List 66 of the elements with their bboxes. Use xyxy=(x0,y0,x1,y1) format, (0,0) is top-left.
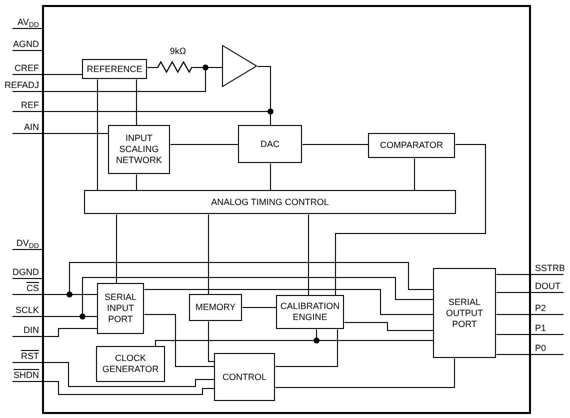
wire xyxy=(116,214,117,284)
pin-label: RST xyxy=(1,351,39,362)
wire xyxy=(97,79,98,191)
wire xyxy=(12,28,43,29)
wire xyxy=(275,358,455,388)
wire xyxy=(242,307,277,308)
pin-label: SSTRB xyxy=(535,263,569,274)
component-value: 9kΩ xyxy=(168,46,188,57)
wire xyxy=(496,334,564,335)
resistor-symbol xyxy=(158,61,192,73)
wire xyxy=(308,214,309,296)
function-block: SERIAL OUTPUT PORT xyxy=(433,268,496,358)
pin-label: P2 xyxy=(535,303,569,314)
pin-label: REFADJ xyxy=(1,80,39,91)
function-block: CONTROL xyxy=(214,353,275,401)
function-block: COMPARATOR xyxy=(368,133,455,158)
function-block: CALIBRATION ENGINE xyxy=(276,295,344,329)
function-block: DAC xyxy=(238,125,302,163)
wire xyxy=(147,67,159,68)
wire xyxy=(344,322,434,331)
wire xyxy=(12,381,215,395)
pin-label: AIN xyxy=(1,122,39,133)
pin-label: AGND xyxy=(1,39,39,50)
function-block: REFERENCE xyxy=(82,59,147,79)
pin-label: CS xyxy=(1,283,39,294)
wire xyxy=(12,133,109,134)
wire xyxy=(208,321,215,362)
pin-label: CREF xyxy=(1,63,39,74)
amplifier-symbol xyxy=(222,45,257,87)
wire xyxy=(496,292,564,293)
pin-label: AV$_{DD}$ xyxy=(1,17,39,28)
wire xyxy=(12,362,215,387)
wire xyxy=(275,329,338,367)
wire xyxy=(496,274,564,275)
wire xyxy=(270,163,271,191)
wire xyxy=(12,74,83,75)
function-block: MEMORY xyxy=(189,294,242,321)
wire xyxy=(12,328,98,337)
pin-label: SHDN xyxy=(1,370,39,381)
pin-label: DGND xyxy=(1,267,39,278)
wire xyxy=(496,354,564,355)
function-block: SERIAL INPUT PORT xyxy=(97,283,144,334)
wire xyxy=(12,50,43,51)
function-block: INPUT SCALING NETWORK xyxy=(108,125,170,174)
function-block: CLOCK GENERATOR xyxy=(96,346,165,382)
pin-label: REF xyxy=(1,100,39,111)
pin-label: P1 xyxy=(535,323,569,334)
wire xyxy=(12,278,43,279)
pin-label: DOUT xyxy=(535,281,569,292)
wire xyxy=(170,144,239,145)
pin-label: DV$_{DD}$ xyxy=(1,238,39,249)
pin-label: P0 xyxy=(535,343,569,354)
wire xyxy=(144,289,434,315)
wire xyxy=(335,144,486,296)
pin-label: DIN xyxy=(1,325,39,336)
wire xyxy=(12,249,43,250)
wire xyxy=(208,214,209,295)
wire xyxy=(136,174,137,191)
wire xyxy=(136,79,137,126)
wire xyxy=(302,144,369,145)
function-block: ANALOG TIMING CONTROL xyxy=(84,190,456,214)
wire xyxy=(496,314,564,315)
wire xyxy=(414,158,415,191)
pin-label: SCLK xyxy=(1,305,39,316)
wire xyxy=(144,314,215,367)
chip-outline xyxy=(42,5,531,414)
